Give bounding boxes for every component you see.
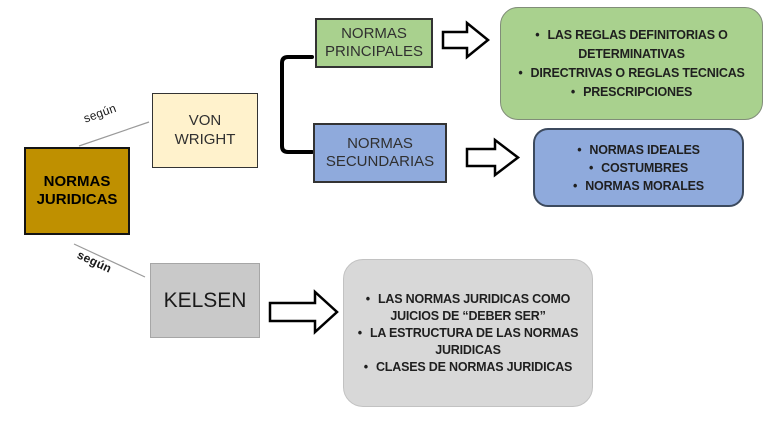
normas-juridicas-label: NORMAS JURIDICAS [36, 172, 118, 208]
normas-juridicas-box: NORMAS JURIDICAS [24, 147, 130, 235]
principales-callout: LAS REGLAS DEFINITORIAS O DETERMINATIVAS… [500, 7, 763, 120]
list-item: NORMAS MORALES [549, 177, 728, 195]
list-item: CLASES DE NORMAS JURIDICAS [356, 359, 580, 376]
kelsen-callout: LAS NORMAS JURIDICAS COMO JUICIOS DE “DE… [343, 259, 593, 407]
bracket-connector [280, 55, 314, 154]
kelsen-box: KELSEN [150, 263, 260, 338]
list-item: LAS NORMAS JURIDICAS COMO JUICIOS DE “DE… [356, 291, 580, 325]
segun-line-top [78, 121, 150, 147]
list-item: NORMAS IDEALES [549, 141, 728, 159]
normas-principales-label: NORMAS PRINCIPALES [324, 24, 424, 60]
list-item: LA ESTRUCTURA DE LAS NORMAS JURIDICAS [356, 325, 580, 359]
segun-label-top: según [81, 100, 119, 126]
von-wright-box: VON WRIGHT [152, 93, 258, 168]
normas-secundarias-box: NORMAS SECUNDARIAS [313, 123, 447, 183]
list-item: LAS REGLAS DEFINITORIAS O DETERMINATIVAS [513, 26, 750, 64]
list-item: PRESCRIPCIONES [513, 83, 750, 102]
arrow-secundarias-icon [465, 137, 521, 178]
list-item: DIRECTRIVAS O REGLAS TECNICAS [513, 64, 750, 83]
arrow-principales-icon [441, 20, 490, 60]
von-wright-label: VON WRIGHT [174, 112, 236, 148]
segun-label-bottom: según [75, 247, 114, 276]
secundarias-callout: NORMAS IDEALES COSTUMBRES NORMAS MORALES [533, 128, 744, 207]
arrow-kelsen-icon [268, 289, 339, 335]
list-item: COSTUMBRES [549, 159, 728, 177]
normas-principales-box: NORMAS PRINCIPALES [315, 18, 433, 68]
kelsen-label: KELSEN [163, 288, 247, 312]
normas-secundarias-label: NORMAS SECUNDARIAS [325, 134, 435, 170]
